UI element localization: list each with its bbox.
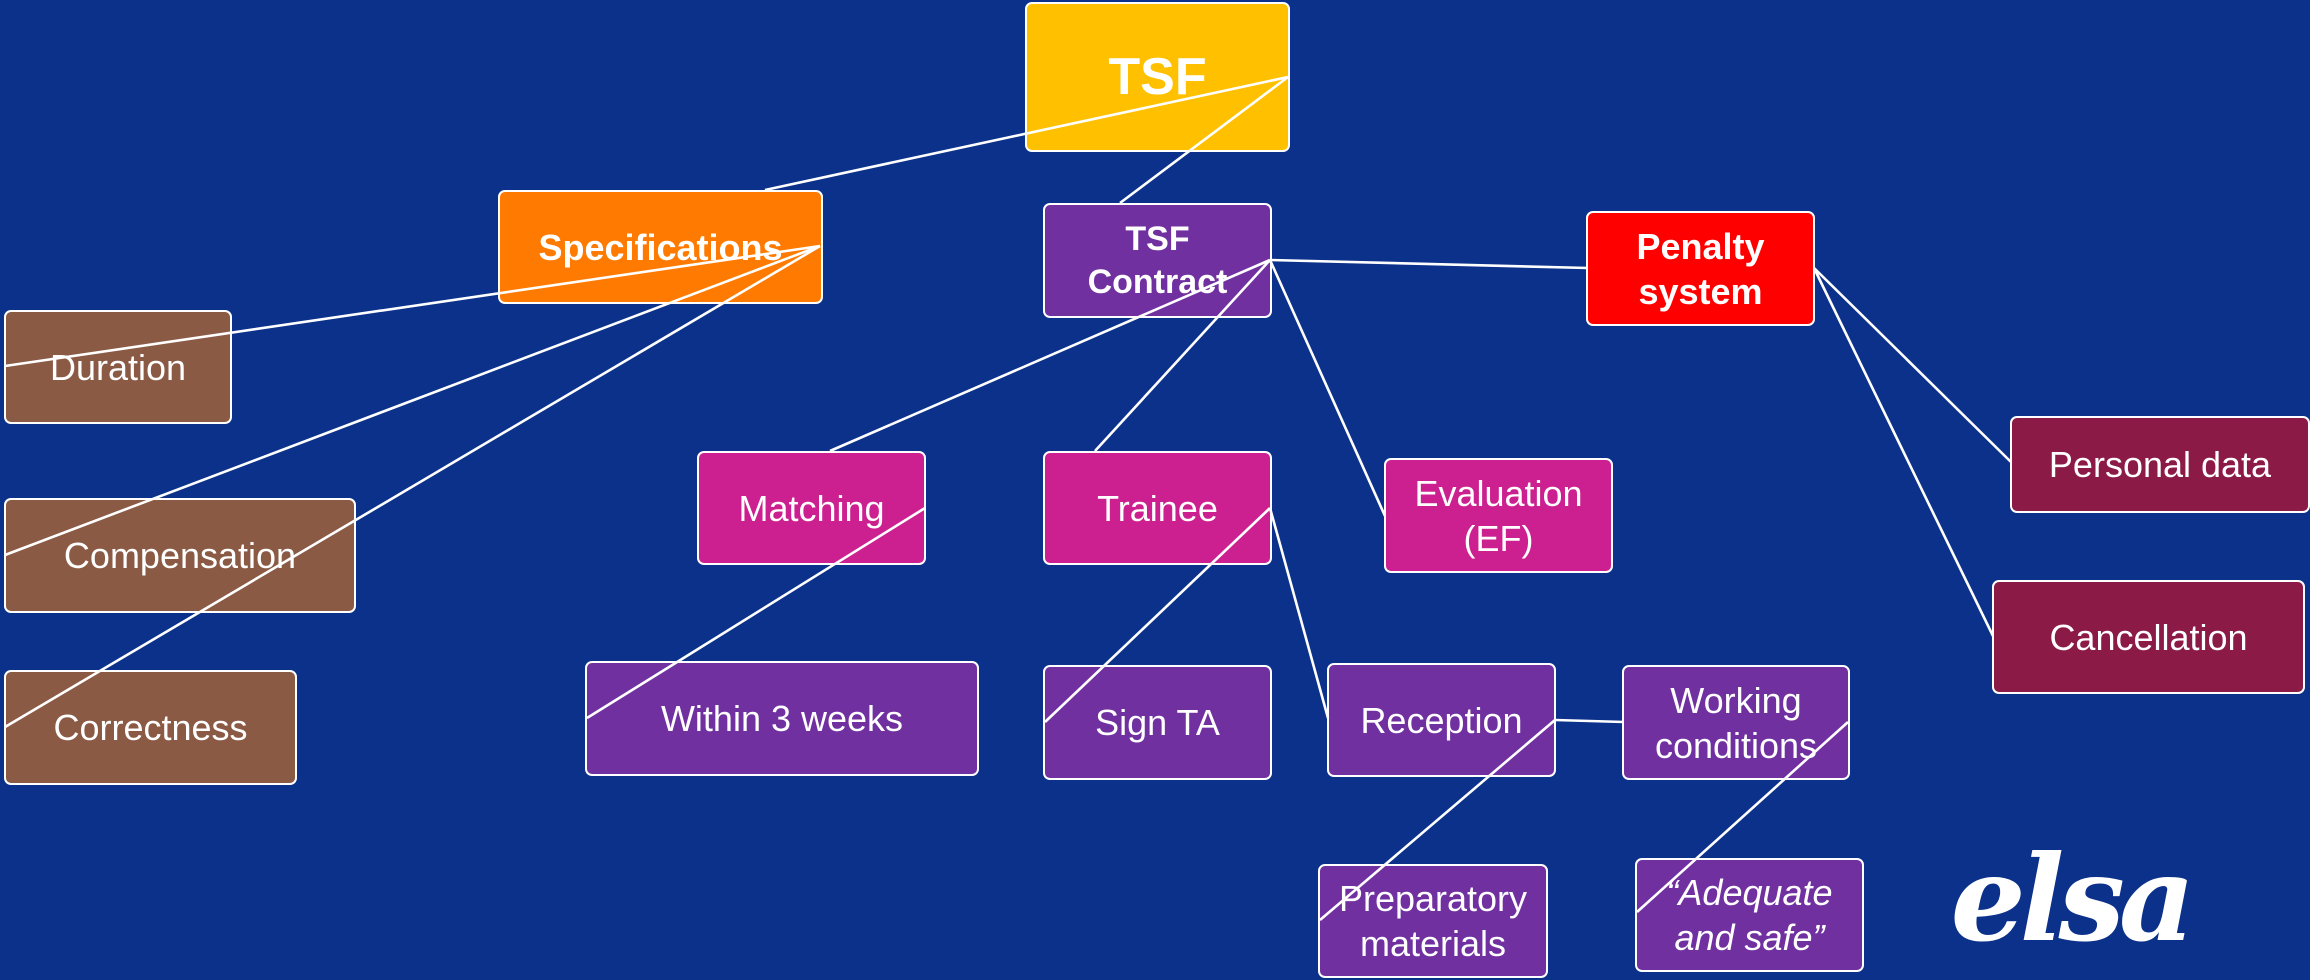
node-correctness-label: Correctness [53,707,248,748]
node-duration: Duration [4,310,232,424]
node-duration-label: Duration [49,346,187,388]
node-penalty-system-label: Penalty system [1636,225,1765,312]
node-reception-label: Reception [1360,699,1523,741]
node-within-3-weeks-label: Within 3 weeks [660,698,904,739]
node-adequate-and-safe: “Adequate and safe” [1635,858,1864,972]
connector-penalty-cancellation [1812,267,1995,637]
node-working-conditions-label: Working conditions [1654,679,1818,766]
connector-contract-penalty [1269,258,1589,270]
node-compensation-label: Compensation [63,535,297,576]
elsa-logo-text: elsa [1951,829,2190,968]
node-personal-data-label: Personal data [2048,444,2272,485]
node-tsf-label: TSF [1108,47,1207,106]
connector-trainee-reception [1268,507,1330,719]
node-sign-ta: Sign TA [1043,665,1272,780]
node-preparatory-materials-label: Preparatory materials [1338,878,1528,964]
node-penalty-system: Penalty system [1586,211,1815,326]
node-working-conditions: Working conditions [1622,665,1850,780]
node-compensation: Compensation [4,498,356,613]
connector-reception-working-conditions [1554,718,1625,724]
node-correctness: Correctness [4,670,297,785]
node-adequate-and-safe-label: “Adequate and safe” [1666,872,1833,958]
node-tsf-contract-label: TSF Contract [1087,220,1228,301]
node-tsf: TSF [1025,2,1290,152]
node-tsf-contract: TSF Contract [1043,203,1272,318]
connector-contract-evaluation [1268,259,1387,517]
node-specifications-label: Specifications [538,226,783,268]
node-trainee-label: Trainee [1097,487,1218,529]
node-evaluation: Evaluation (EF) [1384,458,1613,573]
connector-penalty-personal-data [1813,267,2012,463]
node-matching: Matching [697,451,926,565]
node-trainee: Trainee [1043,451,1272,565]
elsa-logo: elsa [1951,829,2196,968]
node-cancellation: Cancellation [1992,580,2305,694]
node-matching-label: Matching [738,487,885,529]
node-personal-data: Personal data [2010,416,2310,513]
node-specifications: Specifications [498,190,823,304]
node-evaluation-label: Evaluation (EF) [1414,472,1583,559]
node-cancellation-label: Cancellation [2049,616,2248,658]
node-within-3-weeks: Within 3 weeks [585,661,979,776]
node-reception: Reception [1327,663,1556,777]
node-sign-ta-label: Sign TA [1095,702,1220,743]
node-preparatory-materials: Preparatory materials [1318,864,1548,978]
